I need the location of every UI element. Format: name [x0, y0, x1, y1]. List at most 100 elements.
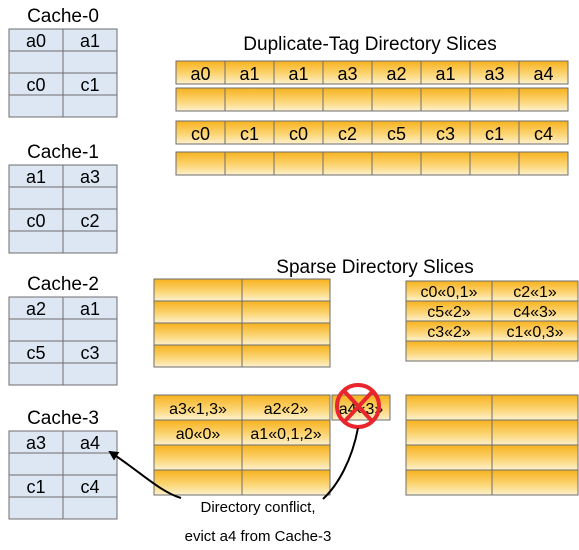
cell-label: c3«2» — [427, 324, 471, 341]
cell-label: c0 — [289, 124, 308, 144]
sparse-slice-bottom-left: a3«1,3»a2«2»a0«0»a1«0,1,2» — [153, 394, 331, 496]
grid-cell — [224, 87, 275, 112]
cell-label: a4 — [533, 64, 553, 84]
grid-cell — [8, 362, 64, 386]
cell-label: c0 — [191, 124, 210, 144]
grid-cell — [175, 151, 226, 176]
cell-label: a1 — [26, 167, 46, 187]
grid-cell — [491, 469, 579, 496]
prohibit-icon — [335, 383, 381, 429]
cell-label: a3 — [484, 64, 504, 84]
grid-cell — [153, 344, 243, 368]
cache-grid: a1 a3 c0 c2 — [8, 164, 118, 254]
cell-label: c4 — [534, 124, 553, 144]
cell-label: a2«2» — [264, 401, 309, 418]
grid-cell — [8, 318, 64, 342]
cell-label: a0 — [190, 64, 210, 84]
cell-label: c1 — [485, 124, 504, 144]
cell-label: a1 — [435, 64, 455, 84]
grid-cell — [273, 151, 324, 176]
cell-label: c1«0,3» — [507, 324, 564, 341]
cell-label: c1 — [240, 124, 259, 144]
grid-cell — [153, 444, 243, 471]
grid-cell — [62, 496, 118, 520]
cell-label: a1 — [288, 64, 308, 84]
cell-label: c5«2» — [427, 304, 471, 321]
cell-label: c4«3» — [513, 304, 557, 321]
cell-label: c4 — [80, 477, 99, 497]
grid-cell — [241, 278, 331, 302]
cell-label: a1 — [80, 299, 100, 319]
conflict-pointer-line — [322, 427, 359, 500]
cell-label: c1 — [26, 477, 45, 497]
cell-label: a2 — [386, 64, 406, 84]
grid-cell — [62, 230, 118, 254]
grid-cell — [420, 87, 471, 112]
grid-cell — [8, 452, 64, 476]
grid-cell — [518, 87, 569, 112]
annotation-line-2: evict a4 from Cache-3 — [185, 528, 332, 545]
grid-cell — [322, 151, 373, 176]
grid-cell — [371, 87, 422, 112]
grid-cell — [518, 151, 569, 176]
cell-label: c2«1» — [513, 284, 557, 301]
cache-label: Cache-1 — [27, 142, 99, 163]
grid-cell — [241, 344, 331, 368]
cell-label: c2 — [338, 124, 357, 144]
cell-label: a0«0» — [176, 426, 221, 443]
cell-label: a4 — [80, 433, 100, 453]
cache-label: Cache-3 — [27, 408, 99, 429]
grid-cell — [153, 322, 243, 346]
sparse-slice-top-left — [153, 278, 331, 368]
grid-cell — [8, 94, 64, 118]
cell-label: c2 — [80, 211, 99, 231]
cell-label: c3 — [80, 343, 99, 363]
cell-label: c5 — [387, 124, 406, 144]
grid-cell — [62, 318, 118, 342]
grid-cell — [62, 186, 118, 210]
cell-label: c0 — [26, 211, 45, 231]
grid-cell — [224, 151, 275, 176]
grid-cell — [8, 496, 64, 520]
grid-cell — [405, 419, 493, 446]
cache-label: Cache-2 — [27, 274, 99, 295]
sparse-directory: Sparse Directory Slices c0«0,1»c2«1»c5«2… — [153, 257, 579, 496]
annotation-line-1: Directory conflict, — [200, 499, 315, 516]
sparse-slice-bottom-right — [405, 394, 579, 496]
cell-label: a3 — [80, 167, 100, 187]
cell-label: a0 — [26, 31, 46, 51]
grid-cell — [518, 60, 569, 85]
grid-cell — [153, 419, 243, 446]
grid-cell — [491, 444, 579, 471]
grid-cell — [153, 394, 243, 421]
cell-label: c0«0,1» — [421, 284, 478, 301]
sparse-slice-top-right: c0«0,1» c2«1» c5«2» c4«3» c3«2» c1«0,3» — [405, 280, 579, 362]
grid-cell — [153, 300, 243, 324]
grid-cell — [405, 469, 493, 496]
grid-cell — [153, 278, 243, 302]
grid-cell — [175, 87, 226, 112]
cell-label: a2 — [26, 299, 46, 319]
grid-cell — [405, 340, 493, 362]
grid-cell — [241, 419, 331, 446]
grid-cell — [469, 87, 520, 112]
grid-cell — [491, 394, 579, 421]
cell-label: a1 — [239, 64, 259, 84]
grid-cell — [469, 151, 520, 176]
grid-cell — [62, 452, 118, 476]
grid-cell — [62, 50, 118, 74]
grid-cell — [273, 87, 324, 112]
grid-cell — [62, 94, 118, 118]
grid-cell — [420, 151, 471, 176]
grid-cell — [491, 419, 579, 446]
grid-cell — [8, 50, 64, 74]
cell-label: a1 — [80, 31, 100, 51]
grid-cell — [491, 340, 579, 362]
